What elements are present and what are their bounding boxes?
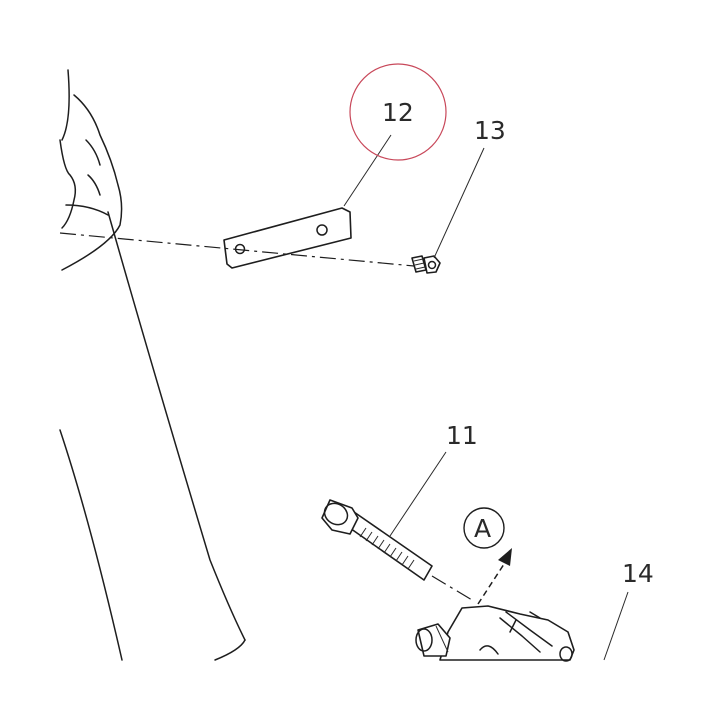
bolt-part-11 (321, 499, 433, 581)
label-part-11: 11 (446, 421, 478, 450)
caliper-part-14 (415, 605, 575, 662)
centerline-bracket (59, 232, 415, 267)
detail-a-circle (463, 507, 505, 549)
label-part-12: 12 (382, 98, 414, 127)
label-part-14: 14 (622, 559, 654, 588)
bracket-part-12 (223, 207, 352, 269)
leader-lines (343, 134, 629, 661)
arrow-to-detail-a (477, 548, 512, 605)
label-part-13: 13 (474, 116, 506, 145)
fork-leg (59, 69, 246, 661)
highlight-circle (349, 63, 447, 161)
label-detail-a: A (474, 514, 491, 543)
screw-part-13 (411, 255, 441, 274)
centerline-bolt (431, 575, 473, 601)
